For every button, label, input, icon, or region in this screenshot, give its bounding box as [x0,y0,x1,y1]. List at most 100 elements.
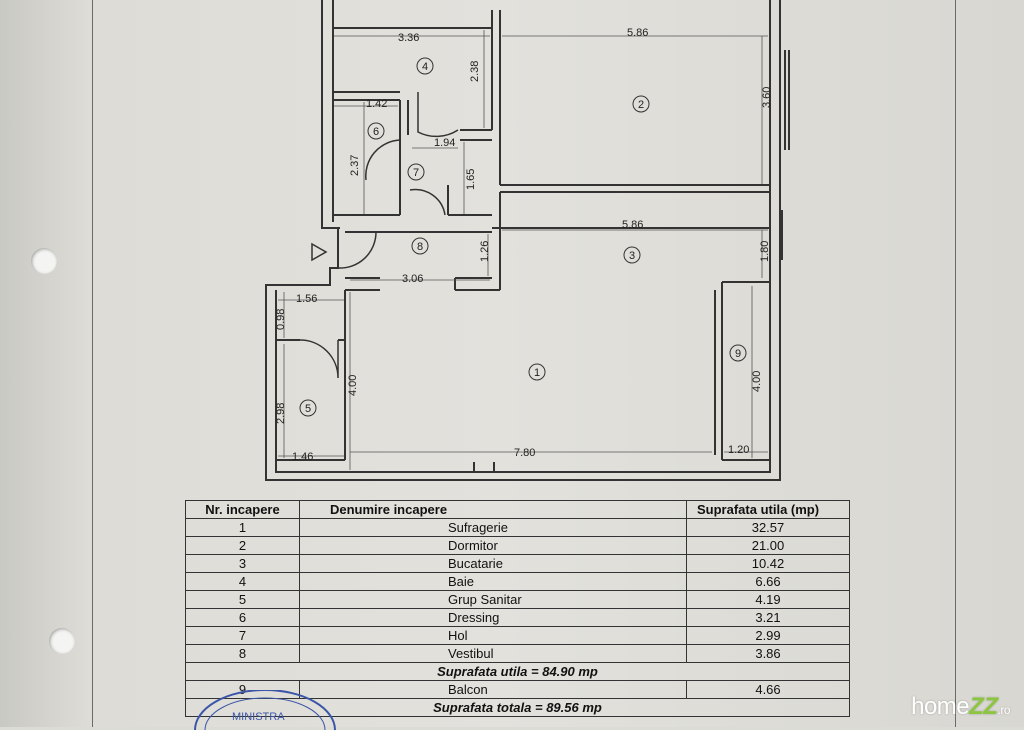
room-label-1: 1 [534,367,540,379]
cell-name: Dormitor [299,536,687,555]
cell-name: Dressing [299,608,687,627]
wall-dressing [333,99,409,216]
cell-area: 32.57 [686,518,850,537]
cell-nr: 2 [185,536,300,555]
homezz-logo: homeZZ.ro [911,693,1010,721]
dim-3-height: 1.80 [759,241,771,262]
door-swing-hall [409,188,446,216]
dim-9-height: 4.00 [751,371,763,392]
cell-nr: 4 [185,572,300,591]
wall-balcony [714,281,770,461]
col-header-name: Denumire incapere [299,500,687,519]
cell-name: Baie [299,572,687,591]
cell-nr: 7 [185,626,300,645]
dim-4-width: 3.36 [398,32,419,44]
cell-nr: 1 [185,518,300,537]
dim-6-height: 2.37 [349,155,361,176]
cell-area: 4.19 [686,590,850,609]
room-label-9: 9 [735,348,741,360]
subtotal-row: Suprafata utila = 84.90 mp [185,662,850,681]
cell-area: 6.66 [686,572,850,591]
cell-area: 3.21 [686,608,850,627]
dim-5-bottom: 1.46 [292,451,313,463]
cell-name: Bucatarie [299,554,687,573]
wall-vestibul [345,231,500,291]
margin-line-left [92,0,93,727]
wall-outline [265,0,781,481]
dim-2-width: 5.86 [627,27,648,39]
cell-name: Sufragerie [299,518,687,537]
cell-area: 3.86 [686,644,850,663]
logo-prefix: home [911,693,970,720]
cell-nr: 5 [185,590,300,609]
cell-name: Grup Sanitar [299,590,687,609]
cell-name: Balcon [299,680,687,699]
margin-line-right [955,0,956,727]
cell-name: Vestibul [299,644,687,663]
window-living [473,462,495,472]
punch-hole-top [31,248,57,274]
dim-2-height: 3.60 [761,87,773,108]
dim-7-width: 1.94 [434,137,455,149]
room-label-2: 2 [638,99,644,111]
room-label-7: 7 [413,167,419,179]
dim-3-width: 5.86 [622,219,643,231]
cell-area: 21.00 [686,536,850,555]
punch-hole-bottom [49,628,75,654]
room-label-4: 4 [422,61,428,73]
total-row: Suprafata totala = 89.56 mp [185,698,850,717]
wall-bedroom-bottom [500,184,770,193]
dim-7-height: 1.65 [465,169,477,190]
table-header-row: Nr. incapere Denumire incapere Suprafata… [185,500,850,519]
dim-5-height: 2.98 [275,403,287,424]
door-swing-dressing [365,139,401,181]
cell-name: Hol [299,626,687,645]
room-label-5: 5 [305,403,311,415]
logo-accent: ZZ [969,693,998,720]
room-area-table: Nr. incapere Denumire incapere Suprafata… [185,500,850,717]
dim-1-height: 4.00 [347,375,359,396]
cell-nr: 6 [185,608,300,627]
dim-6-width: 1.42 [366,98,387,110]
door-swing-wc [299,339,339,379]
wall-wc [276,290,346,461]
subtotal-text: Suprafata utila = 84.90 mp [185,662,850,681]
cell-area: 2.99 [686,626,850,645]
dim-4-height: 2.38 [469,61,481,82]
logo-suffix: .ro [997,703,1010,717]
dim-8-height: 1.26 [479,241,491,262]
room-label-3: 3 [629,250,635,262]
dim-5-small: 0.98 [275,309,287,330]
window-bedroom [784,50,790,150]
dim-9-width: 1.20 [728,444,749,456]
table-row: 9 Balcon 4.66 [185,680,850,699]
cell-nr: 3 [185,554,300,573]
official-stamp: MINISTRA [194,690,336,730]
door-swing-entry [337,231,377,269]
col-header-nr: Nr. incapere [185,500,300,519]
wall-hall [447,129,492,216]
cell-area: 10.42 [686,554,850,573]
wall-kitchen [492,192,770,290]
total-text: Suprafata totala = 89.56 mp [185,698,850,717]
cell-nr: 8 [185,644,300,663]
stamp-text: MINISTRA [232,711,285,723]
entrance-arrow-icon [311,242,328,262]
wall-inner [275,0,771,473]
floor-plan: 4 2 6 7 8 3 1 5 9 3.36 5.86 2.38 3.60 1.… [265,0,790,481]
wall-bath [333,10,501,185]
dim-8-width: 3.06 [402,273,423,285]
cell-area: 4.66 [686,680,850,699]
dim-5-top: 1.56 [296,293,317,305]
room-label-8: 8 [417,241,423,253]
col-header-area: Suprafata utila (mp) [686,500,850,519]
door-swing-bath [417,92,459,138]
